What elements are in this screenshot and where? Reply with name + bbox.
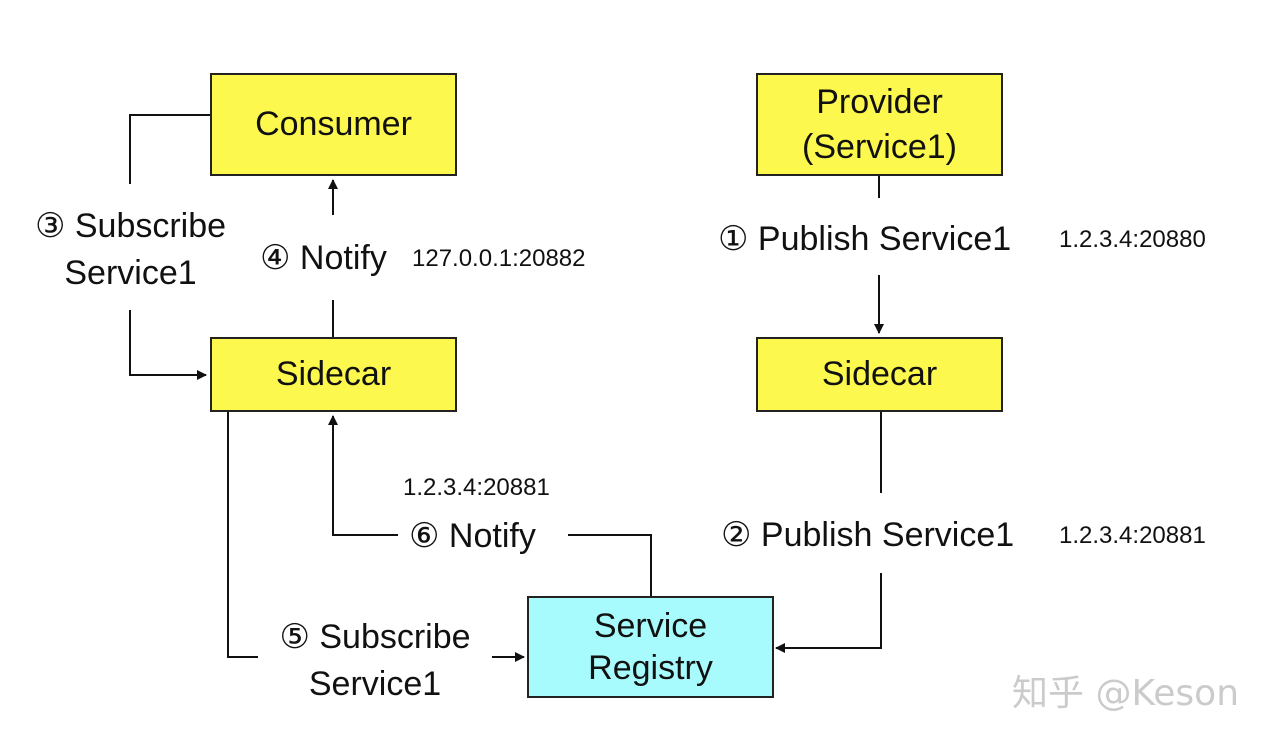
- notify4-address: 127.0.0.1:20882: [412, 245, 586, 272]
- registry-label-line2: Registry: [588, 649, 713, 687]
- notify6-address: 1.2.3.4:20881: [403, 474, 550, 501]
- subscribe5-label: ⑤ Subscribe Service1: [258, 614, 492, 708]
- watermark: 知乎 @Keson: [1012, 673, 1240, 714]
- edge-subscribe3-upper: [129, 114, 210, 184]
- notify4-label: ④ Notify: [260, 239, 387, 277]
- sidecar-right-node: Sidecar: [756, 337, 1003, 412]
- provider-service-label: (Service1): [802, 127, 957, 166]
- edge-subscribe3-lower: [129, 310, 207, 380]
- subscribe5-label-line2: Service1: [308, 665, 442, 703]
- notify6-label: ⑥ Notify: [409, 517, 536, 555]
- consumer-node: Consumer: [210, 73, 457, 176]
- publish1-label: ① Publish Service1: [718, 220, 1012, 258]
- provider-node: Provider (Service1): [756, 73, 1003, 176]
- edge-publish2-lower: [775, 573, 882, 653]
- service-registry-node: Service Registry: [527, 596, 774, 698]
- subscribe3-label-line2: Service1: [64, 254, 197, 292]
- subscribe5-label-line1: ⑤ Subscribe: [279, 618, 471, 656]
- sidecar-right-label: Sidecar: [821, 355, 938, 394]
- publish1-address: 1.2.3.4:20880: [1059, 226, 1206, 253]
- edge-subscribe5-left: [227, 412, 258, 658]
- subscribe3-label: ③ Subscribe Service1: [18, 203, 243, 297]
- provider-label: Provider: [816, 83, 943, 122]
- publish2-address: 1.2.3.4:20881: [1059, 522, 1206, 549]
- consumer-label: Consumer: [255, 105, 412, 144]
- edge-notify6-right: [568, 534, 652, 596]
- subscribe3-label-line1: ③ Subscribe: [34, 207, 227, 245]
- sidecar-left-node: Sidecar: [210, 337, 457, 412]
- sidecar-left-label: Sidecar: [275, 355, 392, 394]
- publish2-label: ② Publish Service1: [721, 516, 1015, 554]
- edge-notify6-left: [328, 415, 398, 536]
- registry-label-line1: Service: [593, 606, 708, 645]
